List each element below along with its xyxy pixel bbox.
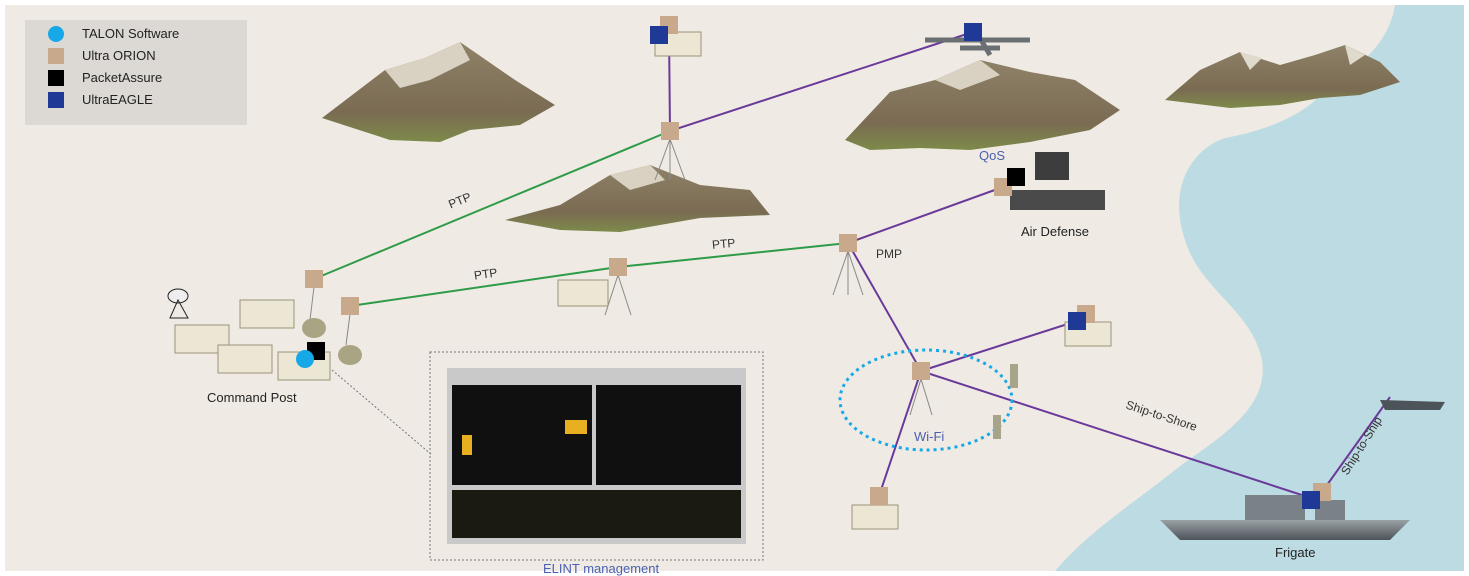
eagle-node-frigate bbox=[1302, 491, 1320, 509]
ptp-link-cp-mid bbox=[349, 266, 619, 307]
orion-node-relay bbox=[661, 122, 679, 140]
mountain-range-right bbox=[845, 60, 1120, 150]
humvee-bottom bbox=[851, 504, 899, 530]
label-qos: QoS bbox=[979, 148, 1005, 163]
label-command-post: Command Post bbox=[207, 390, 297, 405]
label-pmp: PMP bbox=[876, 247, 902, 261]
antenna-towers bbox=[309, 138, 933, 416]
mountain-range-far-right bbox=[1165, 45, 1400, 108]
cp-tower bbox=[309, 286, 351, 346]
orion-node-pmp bbox=[839, 234, 857, 252]
eagle-node-vehicle-top bbox=[650, 26, 668, 44]
radio-links bbox=[668, 31, 1391, 499]
label-air-defense: Air Defense bbox=[1021, 224, 1089, 239]
legend-label-ultra-orion: Ultra ORION bbox=[82, 48, 156, 63]
orion-node-cp-b bbox=[341, 297, 359, 315]
label-wifi: Wi-Fi bbox=[914, 429, 944, 444]
elint-screenshot bbox=[429, 351, 764, 561]
legend-label-packetassure: PacketAssure bbox=[82, 70, 162, 85]
orion-node-cp-a bbox=[305, 270, 323, 288]
elint-frame bbox=[429, 351, 764, 561]
label-frigate: Frigate bbox=[1275, 545, 1315, 560]
link-pmp-airdefense bbox=[847, 186, 1004, 244]
orion-node-wifi bbox=[912, 362, 930, 380]
water-area bbox=[1055, 5, 1464, 571]
legend-label-talon-software: TALON Software bbox=[82, 26, 179, 41]
mountain-range-left bbox=[322, 42, 555, 142]
eagle-node-vehicle-right bbox=[1068, 312, 1086, 330]
label-elint-management: ELINT management bbox=[543, 561, 659, 576]
frigate-ship bbox=[1160, 495, 1410, 540]
link-wifi-vehicle-right bbox=[920, 320, 1078, 372]
legend-marker-talon-software bbox=[48, 26, 64, 42]
pmp-tower bbox=[832, 250, 864, 296]
ptp-links bbox=[313, 130, 849, 307]
ptp-link-cp-relay bbox=[313, 130, 671, 280]
wifi-tower bbox=[909, 378, 933, 416]
link-relay-uav bbox=[669, 31, 974, 132]
satellite-dish-icon bbox=[167, 288, 189, 319]
legend-marker-ultra-orion bbox=[48, 48, 64, 64]
label-ptp-lower-right: PTP bbox=[711, 236, 735, 252]
orion-node-mid bbox=[609, 258, 627, 276]
link-wifi-vehicle-bottom bbox=[878, 370, 922, 497]
wifi-coverage-ring bbox=[838, 348, 1014, 452]
legend-marker-packetassure bbox=[48, 70, 64, 86]
packetassure-node-airdefense bbox=[1007, 168, 1025, 186]
patrol-boat bbox=[1380, 400, 1445, 410]
legend-label-ultraeagle: UltraEAGLE bbox=[82, 92, 153, 107]
orion-node-vehicle-bottom bbox=[870, 487, 888, 505]
soldier-figures bbox=[993, 364, 1018, 439]
label-ptp-lower-left: PTP bbox=[473, 265, 498, 282]
ptp-link-mid-pmp bbox=[617, 242, 849, 268]
mid-tower bbox=[604, 274, 632, 316]
eagle-node-uav bbox=[964, 23, 982, 41]
relay-tower bbox=[654, 138, 686, 181]
legend-marker-ultraeagle bbox=[48, 92, 64, 108]
air-defense-launcher bbox=[1010, 152, 1105, 210]
elint-connector-line bbox=[331, 369, 433, 456]
mountain-range-center bbox=[505, 165, 770, 232]
node-markers bbox=[296, 16, 1331, 509]
link-ship-to-ship bbox=[1321, 396, 1391, 493]
talon-node-cp bbox=[296, 350, 314, 368]
link-ship-to-shore bbox=[920, 370, 1312, 499]
